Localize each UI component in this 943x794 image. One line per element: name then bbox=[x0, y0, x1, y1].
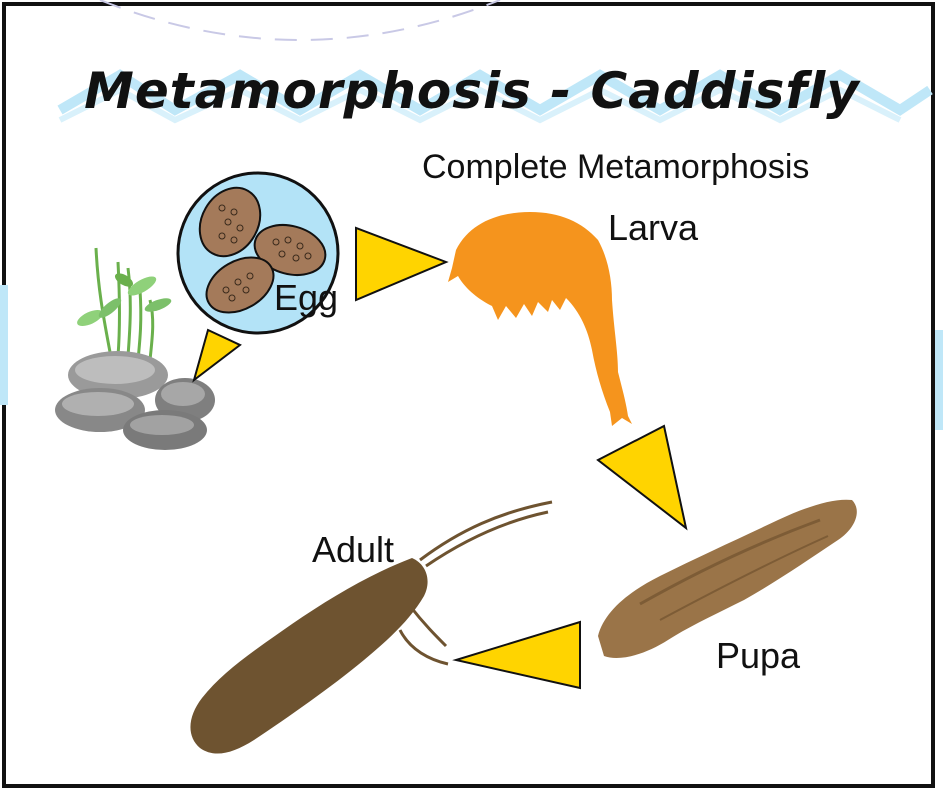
stage-label-larva: Larva bbox=[608, 207, 699, 248]
arrow-egg-to-larva bbox=[356, 228, 446, 300]
diagram-title: Metamorphosis - Caddisfly bbox=[84, 62, 861, 120]
arrow-larva-to-pupa bbox=[598, 426, 686, 528]
stage-label-egg: Egg bbox=[274, 277, 338, 318]
egg-bubble-pointer bbox=[194, 330, 240, 380]
dashed-arc-decoration bbox=[100, 0, 500, 40]
right-edge-mark bbox=[935, 330, 943, 430]
diagram-subtitle: Complete Metamorphosis bbox=[422, 148, 809, 186]
larva-icon bbox=[448, 212, 632, 426]
arrow-pupa-to-adult bbox=[456, 622, 580, 688]
stage-label-pupa: Pupa bbox=[716, 635, 801, 676]
stage-label-adult: Adult bbox=[312, 529, 394, 570]
left-edge-mark bbox=[0, 285, 8, 405]
